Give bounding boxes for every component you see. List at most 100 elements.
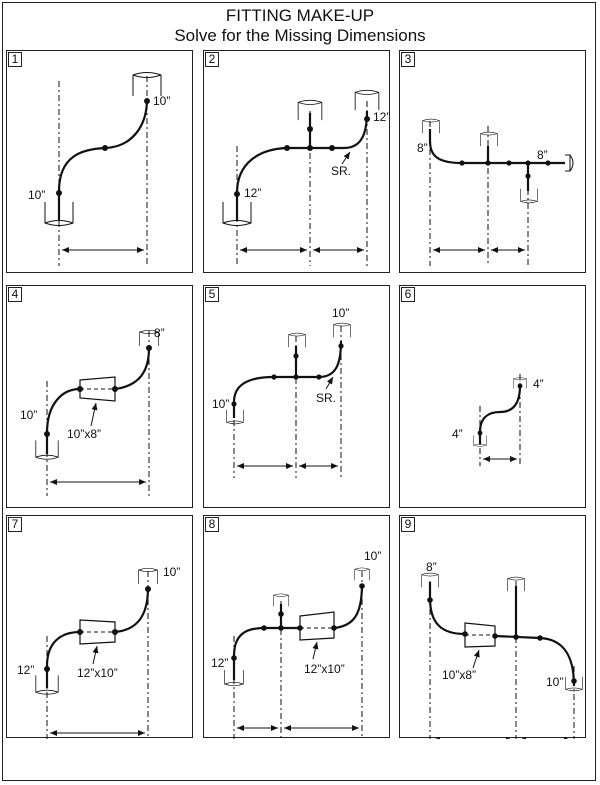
weld-dot [427,597,433,603]
weld-dot [525,160,531,166]
leader-arrow [341,151,351,165]
dimension-label: 10” [212,397,229,411]
pipe-end-fitting [288,332,306,348]
weld-dot [338,343,344,349]
reducer-fitting [299,611,335,641]
weld-dot [297,625,303,631]
weld-dot [571,678,577,684]
panel-number: 1 [8,52,22,67]
panel-number: 8 [205,517,219,532]
weld-dot [293,374,299,380]
dimension-label: 12” [373,110,390,124]
dimension-label: 10” [28,188,45,202]
reducer-label: 12”x10” [77,666,118,680]
panel-1: 1 10” 10” [6,50,193,273]
dimension-label: 12” [211,656,228,670]
reducer-label: 12”x10” [304,662,345,676]
weld-dot [517,383,523,389]
weld-dot [44,666,50,672]
weld-dot [293,353,299,359]
dimension-label: 12” [244,186,261,200]
pipe-run [114,347,151,391]
weld-dot [112,386,118,392]
reducer-label: 10”x8” [67,427,101,441]
weld-dot [144,98,150,104]
weld-dot [492,633,498,639]
panel-6: 6 4” 4” [399,285,586,508]
leader-arrow [312,641,319,660]
leader-arrow [90,402,98,427]
dimension-label: 4” [533,377,544,391]
panel-7: 7 10” 12” 12”x10” [6,515,193,739]
weld-dot [234,191,240,197]
leader-arrow [472,649,480,669]
pipe-run [333,583,364,630]
weld-dot [284,145,290,151]
weld-dot [278,611,284,617]
weld-dot [307,145,313,151]
pipe-end-fitting [565,154,574,172]
weld-dot [307,126,313,132]
dimension-label: 10” [163,565,180,579]
dimension-label: 8” [537,148,548,162]
pipe-end-fitting [354,89,380,111]
pipe-run [57,98,149,221]
panel-number: 2 [205,52,219,67]
weld-dot [329,145,335,151]
leader-arrow [325,376,334,390]
weld-dot [506,160,512,166]
panel-9: 9 8” 10”x8” 10” [399,515,586,739]
pipe-run [428,582,466,636]
panel-8: 8 10” 12” 12”x10” [203,515,390,739]
weld-dot [231,401,237,407]
weld-dot [485,160,491,166]
weld-dot [364,116,370,122]
panel-5: 5 10” 10” SR. [203,285,390,508]
weld-dot [525,173,531,179]
dimension-label: 8” [154,326,165,340]
dimension-label: 10” [546,675,563,689]
weld-dot [231,655,237,661]
weld-dot [77,386,83,392]
pipe-run [478,385,522,444]
panel-number: 4 [8,287,22,302]
weld-dot [56,190,62,196]
panel-number: 7 [8,517,22,532]
pipe-run [114,587,150,634]
weld-dot [271,374,277,380]
dimension-label: 10” [332,306,349,320]
dimension-label: 10” [20,408,37,422]
weld-dot [145,586,151,592]
weld-dot [102,145,108,151]
weld-dot [44,431,50,437]
weld-dot [477,430,483,436]
panel-4: 4 8” 10” 10”x8” [6,285,193,508]
reducer-label: 10”x8” [442,668,476,682]
dimension-label: 12” [17,663,34,677]
pipe-end-fitting [333,322,351,338]
leader-arrow [92,645,99,665]
dimension-label: 8” [417,141,428,155]
weld-dot [261,625,267,631]
weld-dot [316,374,322,380]
panel-number: 6 [401,287,415,302]
short-radius-label: SR. [331,164,351,178]
dimension-label: 8” [426,560,437,574]
dimension-label: 4” [452,427,463,441]
pipe-run [45,630,81,688]
weld-dot [146,345,152,351]
dimension-label: 10” [364,549,381,563]
weld-dot [459,160,465,166]
page-subtitle: Solve for the Missing Dimensions [174,26,426,45]
weld-dot [513,634,519,640]
panel-number: 3 [401,52,415,67]
weld-dot [331,625,337,631]
weld-dot [77,629,83,635]
weld-dot [359,583,365,589]
panel-3: 3 8” 8” [399,50,586,273]
pipe-end-fitting [480,131,498,147]
panel-2: 2 12” 12” SR. [203,50,390,273]
panel-number: 5 [205,287,219,302]
panel-number: 9 [401,517,415,532]
dimension-label: 10” [153,94,170,108]
